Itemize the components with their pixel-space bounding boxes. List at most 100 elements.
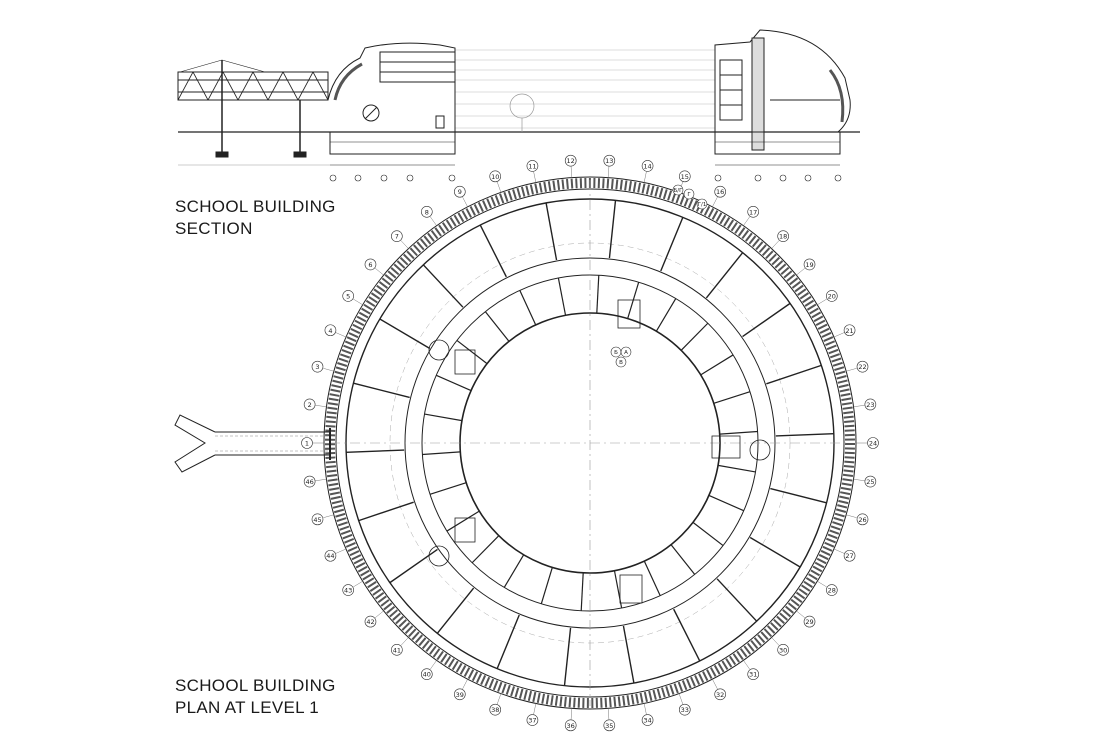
- grid-axis-label: 18: [779, 233, 787, 241]
- outer-room-wall: [353, 382, 410, 399]
- grid-axis-label: 35: [605, 722, 613, 730]
- inner-room-wall: [503, 554, 525, 588]
- section-left-block: [327, 42, 456, 155]
- grid-axis-bubble: 5: [342, 290, 363, 306]
- grid-axis-bubble: 14: [641, 160, 654, 183]
- grid-axis-label: 17: [749, 208, 757, 216]
- grid-axis-bubble: 43: [342, 580, 363, 596]
- outer-room-wall: [749, 536, 801, 568]
- outer-room-wall: [775, 433, 834, 437]
- outer-room-wall: [716, 578, 758, 622]
- bridge-truss: [177, 59, 329, 158]
- grid-axis-bubble: 24: [856, 437, 879, 449]
- grid-axis-bubble: 21: [833, 324, 856, 338]
- grid-axis-label: 43: [344, 587, 352, 595]
- grid-axis-bubble: 6: [364, 258, 384, 276]
- grid-axis-label: 9: [458, 188, 462, 196]
- grid-axis-label: 8: [425, 208, 429, 216]
- inner-room-wall: [700, 354, 734, 376]
- grid-axis-bubble: 25: [853, 475, 877, 488]
- outer-room-wall: [660, 217, 684, 272]
- grid-axis-label: 31: [749, 671, 757, 679]
- grid-axis-bubble: 11: [526, 160, 539, 183]
- grid-axis-label: 12: [567, 157, 575, 165]
- grid-axis-bubble: 41: [391, 637, 409, 656]
- grid-axis-bubble: 9: [454, 185, 468, 207]
- grid-axis-bubble: 20: [817, 290, 838, 306]
- grid-axis-label: 46: [305, 478, 313, 486]
- grid-axis-bubble: 3: [311, 360, 334, 373]
- stair-cores: [428, 299, 771, 604]
- grid-axis-bubble: 23: [853, 398, 877, 411]
- grid-axis-bubble: 45: [311, 513, 334, 526]
- grid-axis-bubble: 18: [771, 230, 789, 249]
- grid-axis-label: 32: [716, 691, 724, 699]
- grid-axis-label: 16: [716, 188, 724, 196]
- grid-axis-bubble: 22: [846, 360, 869, 373]
- inner-room-wall: [580, 572, 584, 611]
- letter-axis-bubble: В: [615, 356, 627, 368]
- grid-axis-label: 4: [328, 327, 332, 335]
- outer-room-wall: [563, 627, 572, 686]
- grid-axis-label: 15: [681, 173, 689, 181]
- grid-axis-bubble: 2: [303, 398, 327, 411]
- section-title-line-1: SCHOOL BUILDING: [175, 197, 336, 216]
- grid-axis-label: 44: [326, 552, 334, 560]
- outer-room-wall: [766, 364, 822, 385]
- plan-title-line-1: SCHOOL BUILDING: [175, 676, 336, 695]
- letter-axis-bubble: Г: [683, 188, 695, 200]
- grid-axis-bubble: 39: [454, 679, 468, 701]
- outer-room-wall: [705, 252, 744, 299]
- section-drawing: [177, 29, 860, 182]
- grid-axis-label: 41: [393, 646, 401, 654]
- outer-room-wall: [622, 625, 635, 684]
- inner-room-wall: [429, 482, 467, 495]
- grid-axis-label: 39: [456, 691, 464, 699]
- outer-room-wall: [673, 608, 701, 662]
- plan-title-line-2: PLAN AT LEVEL 1: [175, 698, 320, 717]
- grid-axis-bubble: 7: [391, 230, 409, 249]
- grid-axis-label: 33: [681, 706, 689, 714]
- letter-axis-label: Б: [614, 350, 618, 356]
- grid-axis-label: 42: [366, 618, 374, 626]
- inner-room-wall: [471, 535, 500, 564]
- outer-room-wall: [496, 614, 520, 669]
- letter-axis-label: Г: [687, 192, 691, 198]
- inner-room-wall: [446, 510, 480, 532]
- inner-room-wall: [670, 544, 696, 575]
- inner-room-wall: [422, 451, 461, 456]
- grid-axis-label: 22: [858, 363, 866, 371]
- grid-axis-label: 23: [866, 401, 874, 409]
- grid-axis-bubble: 27: [833, 548, 856, 562]
- grid-axis-bubble: 33: [678, 693, 691, 716]
- grid-axis-label: 30: [779, 646, 787, 654]
- grid-axis-bubble: 26: [846, 513, 869, 526]
- inner-room-wall: [519, 290, 537, 326]
- grid-axis-label: 11: [528, 162, 536, 170]
- grid-axis-bubble: 38: [489, 693, 502, 716]
- letter-axis-label: А: [624, 350, 628, 356]
- outer-room-wall: [436, 587, 475, 634]
- grid-axis-label: 38: [491, 706, 499, 714]
- room-partitions: [346, 200, 834, 686]
- inner-room-wall: [680, 322, 709, 351]
- inner-room-wall: [719, 430, 758, 435]
- outer-room-wall: [379, 318, 431, 350]
- grid-axis-label: 13: [605, 157, 613, 165]
- grid-axis-bubble: 12: [564, 154, 577, 178]
- section-title-line-2: SECTION: [175, 219, 253, 238]
- outer-room-wall: [346, 449, 405, 453]
- grid-axis-bubble: 10: [489, 170, 502, 193]
- plan-title: SCHOOL BUILDING PLAN AT LEVEL 1: [175, 675, 336, 719]
- grid-axis-bubble: 8: [420, 205, 437, 226]
- grid-axis-label: 25: [866, 478, 874, 486]
- grid-axis-label: 27: [845, 552, 853, 560]
- outer-room-wall: [479, 224, 507, 278]
- entrance-bridge: [174, 414, 331, 473]
- grid-axis-bubble: 37: [526, 703, 539, 726]
- grid-axis-bubble: 16: [712, 185, 726, 207]
- grid-axis-label: 7: [395, 233, 399, 241]
- outer-room-wall: [608, 200, 617, 259]
